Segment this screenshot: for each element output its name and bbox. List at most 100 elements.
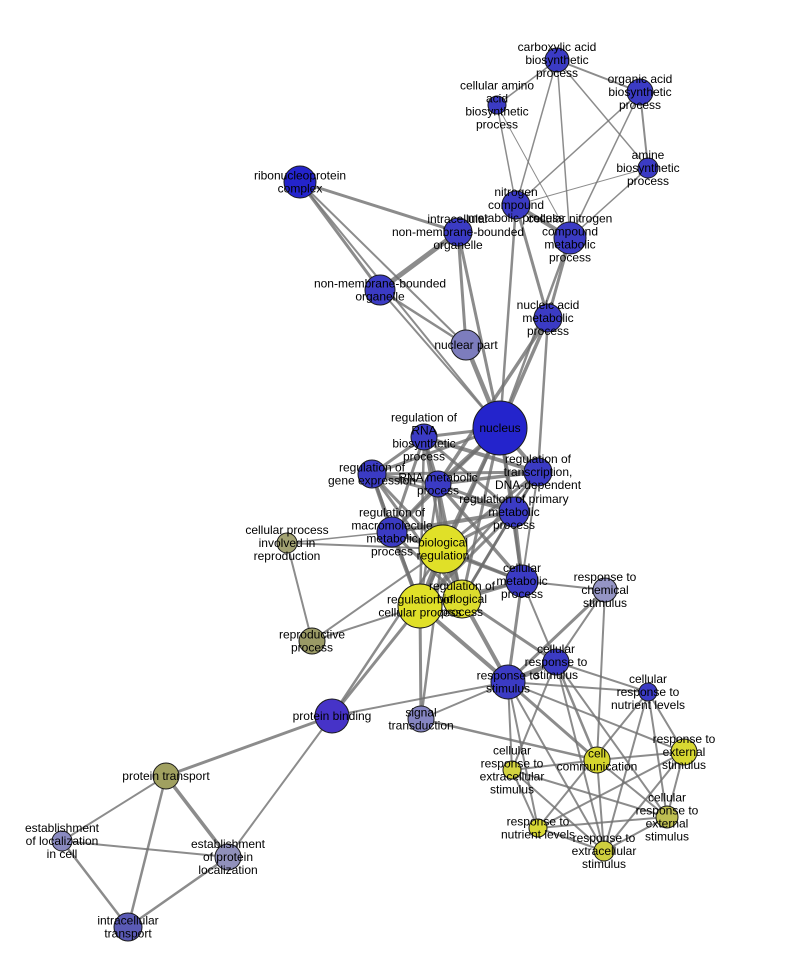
edge-cell-communication--response-to-extracellular-stimulus <box>596 759 605 852</box>
edge-cell-communication--signal-transduction <box>419 717 599 762</box>
edge-signal-transduction--biological-regulation <box>419 547 445 721</box>
node-cellular-response-to-nutrient-levels[interactable] <box>638 682 658 702</box>
edge-cell-communication--cellular-response-to-extracellular-stimulus <box>511 759 598 771</box>
node-protein-binding[interactable] <box>314 698 350 734</box>
edge-cellular-amino-acid-biosynthetic-process--cellular-nitrogen-compound-metabolic-process <box>496 104 571 239</box>
edge-organic-acid-biosynthetic-process--nitrogen-compound-metabolic-process <box>515 91 641 206</box>
node-biological-regulation[interactable] <box>418 524 468 574</box>
edge-establishment-of-localization-in-cell--establishment-of-protein-localization <box>61 840 229 858</box>
edge-amine-biosynthetic-process--cellular-nitrogen-compound-metabolic-process <box>569 167 649 239</box>
edge-amine-biosynthetic-process--nitrogen-compound-metabolic-process <box>515 167 649 206</box>
edge-cellular-response-to-extracellular-stimulus--response-to-extracellular-stimulus <box>511 769 605 852</box>
node-cell-communication[interactable] <box>583 746 611 774</box>
edge-cell-communication--cellular-response-to-external-stimulus <box>596 759 668 818</box>
node-reproductive-process[interactable] <box>298 627 326 655</box>
edge-organic-acid-biosynthetic-process--cellular-nitrogen-compound-metabolic-process <box>569 91 641 239</box>
edge-layer <box>60 59 685 929</box>
node-intracellular-non-membrane-bounded-organelle[interactable] <box>443 217 473 247</box>
node-label-line: regulation of <box>391 411 458 425</box>
node-protein-transport[interactable] <box>152 762 180 790</box>
node-carboxylic-acid-biosynthetic-process[interactable] <box>544 47 570 73</box>
edge-protein-transport--intracellular-transport <box>126 774 168 929</box>
edge-regulation-of-transcription-dna-dependent--cellular-metabolic-process <box>521 471 539 582</box>
edge-regulation-of-cellular-process--protein-binding <box>330 604 422 718</box>
node-ribonucleoprotein-complex[interactable] <box>283 165 317 199</box>
node-cellular-metabolic-process[interactable] <box>505 564 539 598</box>
node-regulation-of-cellular-process[interactable] <box>397 583 443 629</box>
edge-protein-transport--establishment-of-localization-in-cell <box>61 775 167 842</box>
edge-carboxylic-acid-biosynthetic-process--nitrogen-compound-metabolic-process <box>515 59 558 206</box>
node-cellular-amino-acid-biosynthetic-process[interactable] <box>487 95 507 115</box>
edge-nitrogen-compound-metabolic-process--nucleus <box>498 203 518 430</box>
edge-reproductive-process--biological-regulation <box>311 548 444 642</box>
node-nitrogen-compound-metabolic-process[interactable] <box>501 190 531 220</box>
node-cellular-response-to-extracellular-stimulus[interactable] <box>502 760 522 780</box>
node-regulation-of-macromolecule-metabolic-process[interactable] <box>376 516 408 548</box>
edge-carboxylic-acid-biosynthetic-process--amine-biosynthetic-process <box>556 59 649 169</box>
edge-regulation-of-rna-biosynthetic-process--regulation-of-cellular-process <box>418 435 426 608</box>
node-regulation-of-transcription-dna-dependent[interactable] <box>523 457 553 487</box>
edge-cellular-nitrogen-compound-metabolic-process--nucleus <box>498 236 572 430</box>
edge-response-to-stimulus--response-to-nutrient-levels <box>507 681 539 829</box>
edge-response-to-nutrient-levels--response-to-extracellular-stimulus <box>537 827 605 852</box>
node-cellular-process-involved-in-reproduction[interactable] <box>276 532 298 554</box>
node-rna-metabolic-process[interactable] <box>424 470 452 498</box>
edge-protein-binding--response-to-stimulus <box>331 681 509 717</box>
edge-cellular-response-to-external-stimulus--response-to-extracellular-stimulus <box>603 816 668 852</box>
node-amine-biosynthetic-process[interactable] <box>637 157 659 179</box>
edge-regulation-of-rna-biosynthetic-process--regulation-of-transcription-dna-dependent <box>422 435 540 474</box>
node-establishment-of-protein-localization[interactable] <box>214 843 242 871</box>
edge-intracellular-non-membrane-bounded-organelle--nucleus <box>456 230 502 430</box>
edge-response-to-chemical-stimulus--cellular-response-to-stimulus <box>555 589 606 663</box>
node-response-to-external-stimulus[interactable] <box>670 738 698 766</box>
edge-response-to-chemical-stimulus--cell-communication <box>596 589 606 761</box>
edge-cellular-response-to-extracellular-stimulus--response-to-nutrient-levels <box>511 769 539 829</box>
node-regulation-of-biological-process[interactable] <box>442 579 482 619</box>
node-non-membrane-bounded-organelle[interactable] <box>364 274 396 306</box>
edge-regulation-of-primary-metabolic-process--regulation-of-macromolecule-metabolic-process <box>390 510 516 534</box>
edge-regulation-of-rna-biosynthetic-process--regulation-of-primary-metabolic-process <box>422 435 516 514</box>
edge-nucleic-acid-metabolic-process--regulation-of-transcription-dna-dependent <box>536 316 550 474</box>
edge-non-membrane-bounded-organelle--nucleus <box>379 289 501 429</box>
edge-cellular-response-to-stimulus--cellular-response-to-nutrient-levels <box>555 661 649 693</box>
node-cellular-response-to-stimulus[interactable] <box>542 648 570 676</box>
edge-carboxylic-acid-biosynthetic-process--organic-acid-biosynthetic-process <box>556 59 641 93</box>
node-nucleus[interactable] <box>472 400 528 456</box>
edge-response-to-external-stimulus--response-to-extracellular-stimulus <box>603 751 685 852</box>
node-intracellular-transport[interactable] <box>113 912 143 942</box>
node-nucleic-acid-metabolic-process[interactable] <box>533 303 563 333</box>
edge-intracellular-non-membrane-bounded-organelle--non-membrane-bounded-organelle <box>377 229 461 293</box>
node-regulation-of-gene-expression[interactable] <box>357 459 387 489</box>
edge-ribonucleoprotein-complex--non-membrane-bounded-organelle <box>298 180 382 292</box>
node-regulation-of-primary-metabolic-process[interactable] <box>498 496 530 528</box>
edge-response-to-external-stimulus--cell-communication <box>596 751 685 761</box>
edge-non-membrane-bounded-organelle--nuclear-part <box>378 288 468 347</box>
node-response-to-chemical-stimulus[interactable] <box>592 577 618 603</box>
node-layer <box>51 47 698 942</box>
node-regulation-of-rna-biosynthetic-process[interactable] <box>410 423 438 451</box>
edge-nucleic-acid-metabolic-process--rna-metabolic-process <box>436 316 550 486</box>
edge-establishment-of-localization-in-cell--intracellular-transport <box>60 839 130 929</box>
edge-cellular-amino-acid-biosynthetic-process--nitrogen-compound-metabolic-process <box>496 104 517 206</box>
node-nuclear-part[interactable] <box>450 329 482 361</box>
node-cellular-response-to-external-stimulus[interactable] <box>655 805 679 829</box>
edge-cellular-response-to-stimulus--cellular-response-to-extracellular-stimulus <box>511 661 557 771</box>
edge-response-to-stimulus--cell-communication <box>506 680 599 762</box>
node-signal-transduction[interactable] <box>407 705 435 733</box>
edge-cellular-response-to-nutrient-levels--response-to-extracellular-stimulus <box>603 691 649 852</box>
edge-cellular-response-to-extracellular-stimulus--cellular-response-to-external-stimulus <box>511 769 668 818</box>
node-response-to-nutrient-levels[interactable] <box>528 818 548 838</box>
node-label-line: stimulus <box>645 830 689 844</box>
node-cellular-nitrogen-compound-metabolic-process[interactable] <box>553 221 587 255</box>
node-response-to-stimulus[interactable] <box>490 664 526 700</box>
edge-regulation-of-transcription-dna-dependent--rna-metabolic-process <box>436 470 540 486</box>
edge-protein-binding--protein-transport <box>164 714 334 778</box>
edge-intracellular-non-membrane-bounded-organelle--nuclear-part <box>456 230 468 347</box>
edge-cellular-process-involved-in-reproduction--biological-regulation <box>286 542 444 550</box>
node-organic-acid-biosynthetic-process[interactable] <box>626 78 654 106</box>
node-establishment-of-localization-in-cell[interactable] <box>51 830 73 852</box>
edge-cellular-process-involved-in-reproduction--reproductive-process <box>286 542 313 642</box>
node-response-to-extracellular-stimulus[interactable] <box>593 840 615 862</box>
